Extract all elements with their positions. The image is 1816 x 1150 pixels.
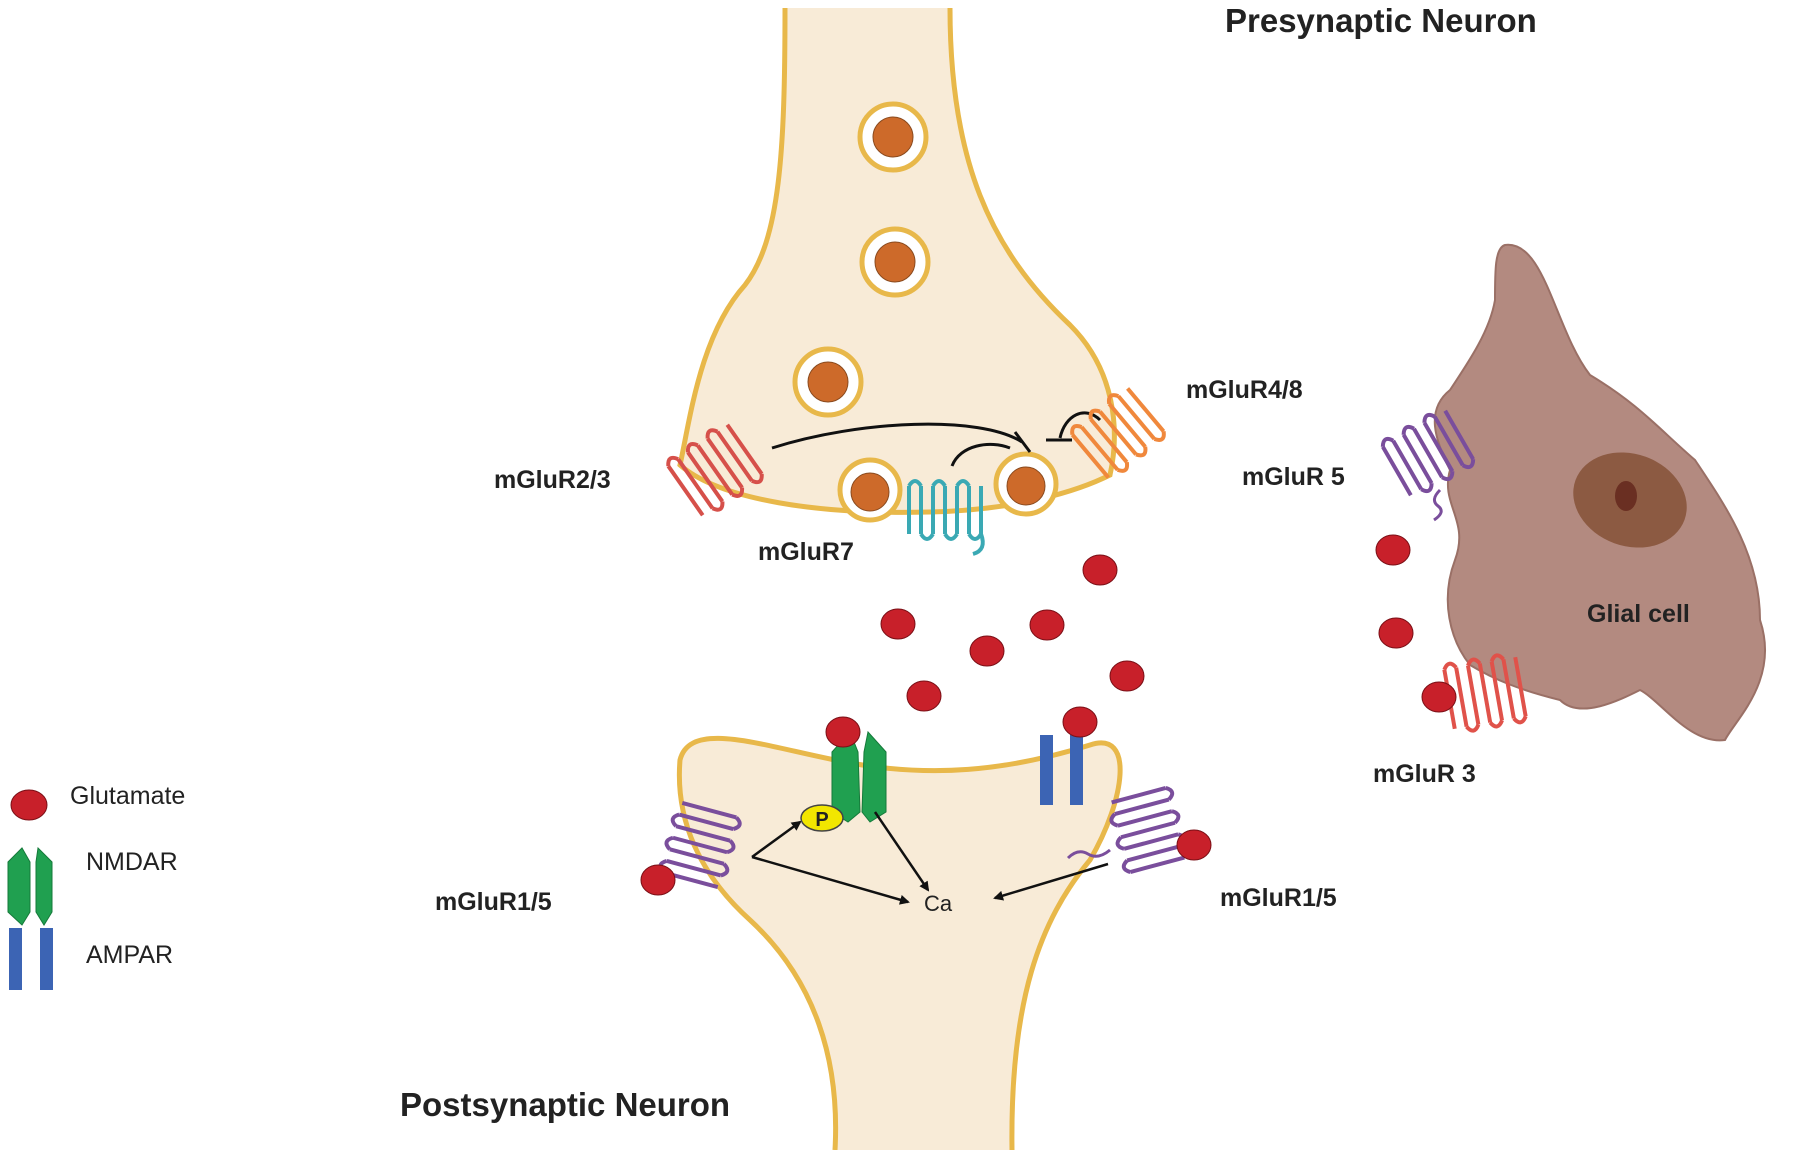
mglur15-left-receptor xyxy=(658,801,742,889)
legend-nmdar-swatch xyxy=(7,846,53,926)
glutamate xyxy=(640,534,1457,896)
mglur23-receptor xyxy=(666,423,764,517)
mglur23-label: mGluR2/3 xyxy=(494,466,611,494)
mglur5-glial-label: mGluR 5 xyxy=(1242,463,1345,491)
signaling-arrow xyxy=(751,820,802,859)
vesicle xyxy=(993,451,1059,517)
ampar-channel xyxy=(1070,735,1083,805)
vesicle xyxy=(857,101,929,173)
mglur3-glial-label: mGluR 3 xyxy=(1373,760,1476,788)
presynaptic-title: Presynaptic Neuron xyxy=(1225,2,1537,39)
phospho-marker xyxy=(800,804,844,832)
legend-glutamate-swatch xyxy=(10,789,48,821)
signaling-arrow xyxy=(751,855,910,905)
mglur15-right-label: mGluR1/5 xyxy=(1220,884,1337,912)
ampar-channel xyxy=(1040,735,1053,805)
mglur48-receptor xyxy=(1070,387,1166,479)
mglur3-receptor xyxy=(1442,653,1528,733)
legend-glutamate-label: Glutamate xyxy=(70,782,186,810)
inhibition-arrow xyxy=(1058,411,1102,439)
mglur15-left-label: mGluR1/5 xyxy=(435,888,552,916)
mglur15-right-receptor xyxy=(1109,786,1187,874)
nmdar-channel xyxy=(861,730,887,823)
mglur7-receptor xyxy=(907,479,985,556)
postsynaptic-title: Postsynaptic Neuron xyxy=(400,1086,731,1123)
legend-nmdar-label: NMDAR xyxy=(86,848,178,876)
calcium-label: Ca xyxy=(924,891,953,916)
postsynaptic-neuron xyxy=(676,735,1123,1150)
inhibition-arrow xyxy=(771,422,1023,450)
mglur5-receptor xyxy=(1380,409,1476,497)
signaling-arrow xyxy=(993,862,1109,901)
signaling-arrow xyxy=(873,811,930,892)
glial-cell-label: Glial cell xyxy=(1587,600,1690,628)
legend-ampar-swatch xyxy=(9,928,53,990)
inhibition-arrow xyxy=(950,442,1011,467)
mglur48-label: mGluR4/8 xyxy=(1186,376,1303,404)
vesicle xyxy=(859,226,931,298)
vesicle xyxy=(837,457,903,523)
glial-nucleolus xyxy=(1615,481,1637,511)
vesicle xyxy=(792,346,864,418)
mglur7-label: mGluR7 xyxy=(758,538,854,566)
phospho-label: P xyxy=(815,809,828,831)
legend-ampar-label: AMPAR xyxy=(86,941,174,969)
